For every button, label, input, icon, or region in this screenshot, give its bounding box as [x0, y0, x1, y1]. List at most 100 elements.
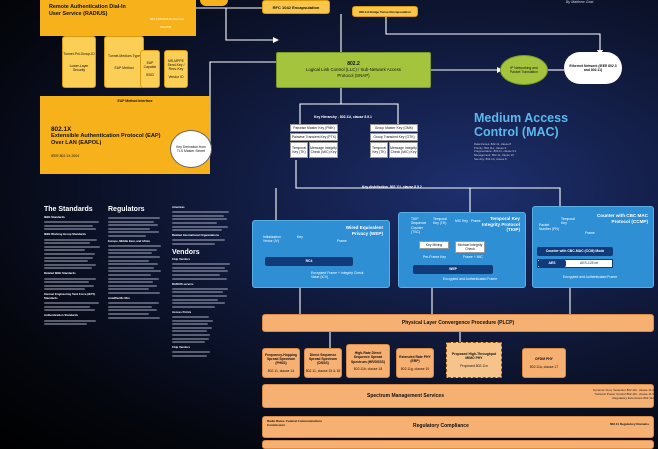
phy-mimo-ref: Proposed 802.11n: [460, 363, 488, 368]
rfc1042-box: RFC 1042 Encapsulation: [262, 0, 330, 14]
regulators-europe: Europe, Middle East, and Africa: [108, 238, 150, 243]
phy-erp-ref: 802.11g, clause 19: [400, 367, 430, 372]
tkip-tsc: TKIP Sequence Counter (TSC): [411, 217, 427, 234]
tkip-panel: Temporal Key Integrity Protocol (TKIP) T…: [398, 212, 526, 288]
ccmp-tk: Temporal Key: [561, 217, 575, 226]
phy-hrdsss-name: High-Rate Direct Sequence Spread Spectru…: [351, 351, 385, 364]
regulators-column: Regulators Europe, Middle East, and Afri…: [108, 206, 166, 320]
tkip-output: Encrypted and Authenticated Frame: [443, 277, 498, 281]
radius-tunnel-right: Tunnel-Medium-Type: [108, 53, 140, 58]
radius-attr-3: EAP Capable SSID: [140, 50, 160, 88]
standards-auth: Authentication Standards: [44, 313, 79, 318]
ccmp-title: Counter with CBC MAC Protocol (CCMP): [596, 213, 648, 224]
llc-code: 802.2: [347, 61, 360, 68]
vendors-radius: RADIUS servers: [172, 281, 194, 286]
phy-dsss-ref: 802.11, clause 15 & 18: [305, 369, 341, 374]
phy-box-mimo: Proposed High-Throughput MIMO PHY Propos…: [446, 342, 502, 378]
mac-note-3: Management: 802.11, clause 10: [474, 152, 514, 157]
spectrum-notes: Dynamic Freq. Selection 802.11h, clause …: [570, 388, 654, 400]
phy-erp-name: Extended Rate PHY (ERP): [399, 354, 431, 363]
eap-code: 802.1X: [51, 126, 72, 133]
phy-box-erp: Extended Rate PHY (ERP) 802.11g, clause …: [396, 348, 434, 378]
standards-heading: The Standards: [44, 206, 93, 213]
radius-panel: Remote Authentication Dial-In User Servi…: [40, 0, 196, 36]
gtk-box: Group Transient Key (GTK): [370, 133, 418, 141]
llc-snap-box: 802.2 Logical Link Control (LLC) / Sub-N…: [276, 52, 431, 88]
regulatory-title: Regulatory Compliance: [413, 423, 469, 429]
gmk-box: Group Master Key (GMK): [370, 124, 418, 132]
phy-mimo-name: Proposed High-Throughput MIMO PHY: [451, 352, 497, 361]
standards-wg: IEEE Working Group Standards: [44, 232, 86, 237]
regulators-heading: Regulators: [108, 206, 145, 213]
ip-networking-bubble: IP Networking and Packet Translation: [500, 55, 548, 85]
eap-title: Extensible Authentication Protocol (EAP)…: [51, 133, 161, 146]
phy-box-dsss: Direct Sequence Spread Spectrum (DSSS) 8…: [304, 348, 342, 378]
mic-box-pairwise: Message Integrity Check (MIC) Key: [309, 142, 338, 158]
mac-note-2: Fragmentation: 802.11, clause 9.4: [474, 149, 517, 154]
standards-ietf: Internet Engineering Task Force (IETF) S…: [44, 292, 96, 300]
tkip-frame-mic: Frame + MIC: [463, 255, 483, 259]
llc-title: Logical Link Control (LLC) / Sub-Network…: [306, 67, 401, 78]
wep-key: Key: [297, 235, 303, 239]
phy-ofdm-ref: 802.11a, clause 17: [529, 365, 559, 369]
ethernet-cloud: Ethernet Network (IEEE 802.3 and 802.11): [564, 52, 622, 84]
wep-iv: Initialization Vector (IV): [263, 235, 281, 244]
eap-tls-left: TLS: [82, 93, 89, 97]
radius-attr-1: Tunnel-Pvt-Group-ID Lower-Layer Security: [62, 36, 96, 88]
bridge-tunnel-box: 802.1H Bridge Tunnel Encapsulation: [352, 6, 418, 17]
regulators-asia: Asia/Pacific Rim: [108, 295, 130, 300]
phy-box-fhss: Frequency-Hopping Spread Spectrum (FHSS)…: [262, 348, 300, 378]
wep-rc4-box: RC4: [265, 257, 353, 266]
radius-title: Remote Authentication Dial-In User Servi…: [49, 4, 126, 17]
spectrum-title: Spectrum Management Services: [367, 393, 444, 399]
ptk-box: Pairwise Transient Key (PTK): [290, 133, 338, 141]
radius-box-l1: Lower-Layer Security: [69, 63, 89, 73]
eap-tls-right: TLS: [168, 93, 175, 97]
plcp-bar: Physical Layer Convergence Procedure (PL…: [262, 314, 654, 332]
regulatory-right: 802.11 Regulatory Domains: [609, 422, 649, 426]
mic-box-group: Message Integrity Check (MIC) Key: [389, 142, 418, 158]
phy-fhss-ref: 802.11, clause 14: [267, 369, 295, 374]
ccmp-pn: Packet Number (PN): [539, 223, 559, 232]
tk-box-pairwise: Temporal Key (TK): [290, 142, 308, 158]
standards-related: Related IEEE Standards: [44, 271, 76, 276]
vendors-related-intl: Related International Organizations: [172, 233, 220, 238]
tkip-mic-key: MIC Key: [455, 219, 468, 223]
radius-attr-2: Tunnel-Medium-Type EAP Method: [104, 36, 144, 88]
key-distribution-label: Key distribution, 802.11i, clause 8.5.2: [362, 185, 422, 189]
tk-box-group: Temporal Key (TK): [370, 142, 388, 158]
eap-ref: IEEE 802.1X-2004: [51, 154, 80, 158]
mac-note-1: Priority: 802.11e, clause 9: [474, 145, 507, 150]
mac-note-0: Data frames: 802.11, clause 8: [474, 142, 512, 146]
radius-attr-4: MS-MPPE Send-Key / Recv-Key Vendor ID: [164, 50, 188, 88]
pmk-box: Pairwise Master Key (PMK): [290, 124, 338, 132]
phy-hrdsss-ref: 802.11b, clause 18: [353, 366, 383, 371]
tkip-frame: Frame: [471, 219, 481, 223]
phy-box-ofdm: OFDM PHY 802.11a, clause 17: [522, 348, 566, 378]
radius-box-l2: EAP Method: [114, 66, 134, 70]
wep-title: Wired Equivalent Privacy (WEP): [345, 225, 383, 236]
wep-frame: Frame: [337, 239, 347, 243]
vendors-heading: Vendors: [172, 249, 200, 256]
mac-notes: Data frames: 802.11, clause 8 Priority: …: [474, 142, 554, 161]
vendors-access-points: Access Points: [172, 309, 192, 314]
wep-output: Encrypted Frame + Integrity Check Value …: [311, 271, 364, 280]
radius-msppe: MS-PPE: [160, 25, 172, 29]
ccmp-aes-label: AES: [538, 260, 566, 267]
spectrum-bar: Spectrum Management Services: [262, 384, 654, 408]
vendors-chipsets: Chip Vendors: [172, 257, 191, 261]
tkip-tk: Temporal Key (TK): [433, 217, 447, 226]
phy-fhss-name: Frequency-Hopping Spread Spectrum (FHSS): [264, 352, 298, 366]
standards-ieee: IEEE Standards: [44, 215, 65, 219]
key-hierarchy-label: Key Hierarchy - 802.11i, clause 8.5.1: [314, 115, 372, 119]
radius-box-l4: Vendor ID: [168, 75, 184, 80]
tkip-per-frame-key: Per-Frame Key: [423, 255, 446, 259]
tkip-title: Temporal Key Integrity Protocol (TKIP): [481, 216, 520, 232]
regulatory-bar: Radio Rules: Federal Communications Comm…: [262, 416, 654, 438]
standards-column: The Standards IEEE Standards IEEE Workin…: [44, 206, 102, 327]
tkip-key-mixing-box: Key Mixing: [419, 241, 449, 249]
vendors-column: Americas Related International Organizat…: [172, 205, 234, 359]
phy-ofdm-name: OFDM PHY: [535, 356, 553, 361]
eap-key-derivation-bubble: Key Derivation from TLS Master Secret: [170, 130, 212, 168]
eap-method-interface: EAP Method Interface: [117, 99, 153, 103]
